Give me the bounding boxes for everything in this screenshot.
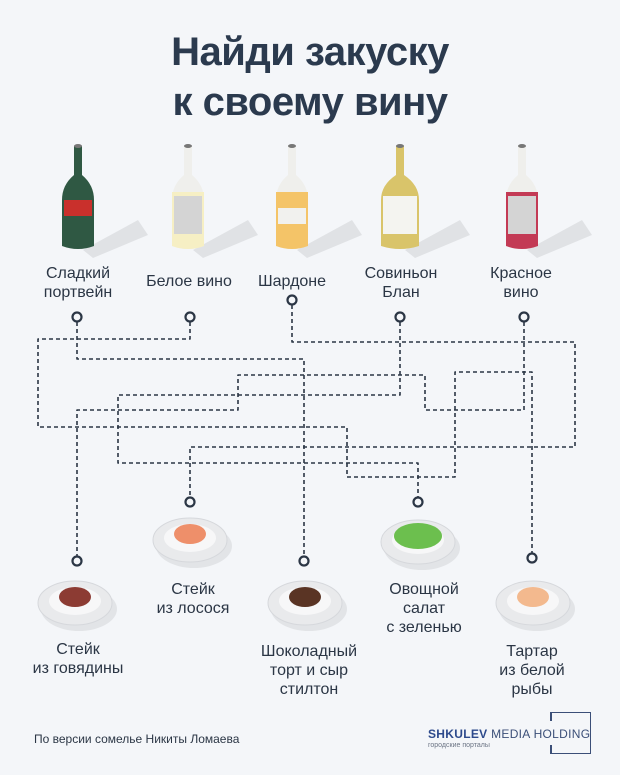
- path-sauvignon-to-salad: [117, 322, 419, 497]
- dish-label-chocolate: Шоколадный торт и сыр стилтон: [260, 643, 358, 698]
- food-tartar: [517, 587, 549, 607]
- wine-label-sauvignon: Совиньон Блан: [364, 265, 438, 301]
- bottle-glass: [62, 146, 94, 249]
- plate-beef: [37, 580, 117, 631]
- logo-subtitle: городские порталы: [428, 742, 490, 749]
- wine-label-sweet-port: Сладкий портвейн: [43, 265, 113, 301]
- bottle-red: [506, 144, 592, 258]
- wine-label-chardonnay: Шардоне: [257, 273, 327, 290]
- food-salad: [394, 523, 442, 549]
- bottle-label: [278, 208, 306, 224]
- logo-name: SHKULEV MEDIA HOLDING: [428, 727, 591, 741]
- bottle-label: [64, 200, 92, 216]
- bottle-shadow: [297, 220, 362, 258]
- dish-label-tartar: Тартар из белой рыбы: [499, 643, 565, 698]
- bottle-shadow: [405, 220, 470, 258]
- wine-node: [71, 311, 83, 323]
- food-beef: [59, 587, 91, 607]
- bottle-cork: [288, 144, 296, 148]
- bottle-chardonnay: [276, 144, 362, 258]
- bottle-label: [383, 196, 417, 234]
- bottle-cork: [184, 144, 192, 148]
- wine-node: [184, 311, 196, 323]
- wine-node: [394, 311, 406, 323]
- dish-label-salad: Овощной салат с зеленью: [386, 581, 462, 636]
- bottle-shadow: [193, 220, 258, 258]
- bottle-label: [174, 196, 202, 234]
- bottle-label: [508, 196, 536, 234]
- dish-node: [298, 555, 310, 567]
- wine-node: [518, 311, 530, 323]
- title-line-2: к своему вину: [172, 80, 448, 124]
- bottle-cork: [518, 144, 526, 148]
- bottle-cork: [396, 144, 404, 148]
- dish-label-salmon: Стейк из лосося: [156, 581, 230, 617]
- dish-node: [71, 555, 83, 567]
- plate-chocolate: [267, 580, 347, 631]
- plate-salmon: [152, 517, 232, 568]
- bottle-sauvignon: [381, 144, 470, 258]
- dish-node: [412, 496, 424, 508]
- footer-credit: По версии сомелье Никиты Ломаева: [34, 732, 240, 746]
- bottle-white: [172, 144, 258, 258]
- bottle-shadow: [527, 220, 592, 258]
- dish-node: [184, 496, 196, 508]
- dish-label-beef: Стейк из говядины: [32, 641, 124, 677]
- plate-salad: [380, 519, 460, 570]
- bottle-sweet-port: [62, 144, 148, 258]
- path-port-to-chocolate: [76, 322, 305, 556]
- shkulev-logo: SHKULEV MEDIA HOLDING городские порталы: [428, 712, 593, 754]
- bottle-cork: [74, 144, 82, 148]
- wine-label-red: Красное вино: [490, 265, 552, 301]
- logo-frame: [550, 712, 591, 754]
- path-chardonnay-to-salmon: [189, 305, 576, 497]
- food-salmon: [174, 524, 206, 544]
- path-white-to-tartar: [37, 322, 533, 553]
- wine-label-white: Белое вино: [146, 273, 232, 290]
- plate-tartar: [495, 580, 575, 631]
- food-chocolate: [289, 587, 321, 607]
- path-red-to-beef: [76, 322, 525, 556]
- bottle-shadow: [83, 220, 148, 258]
- dish-node: [526, 552, 538, 564]
- wine-node: [286, 294, 298, 306]
- title-line-1: Найди закуску: [171, 30, 449, 74]
